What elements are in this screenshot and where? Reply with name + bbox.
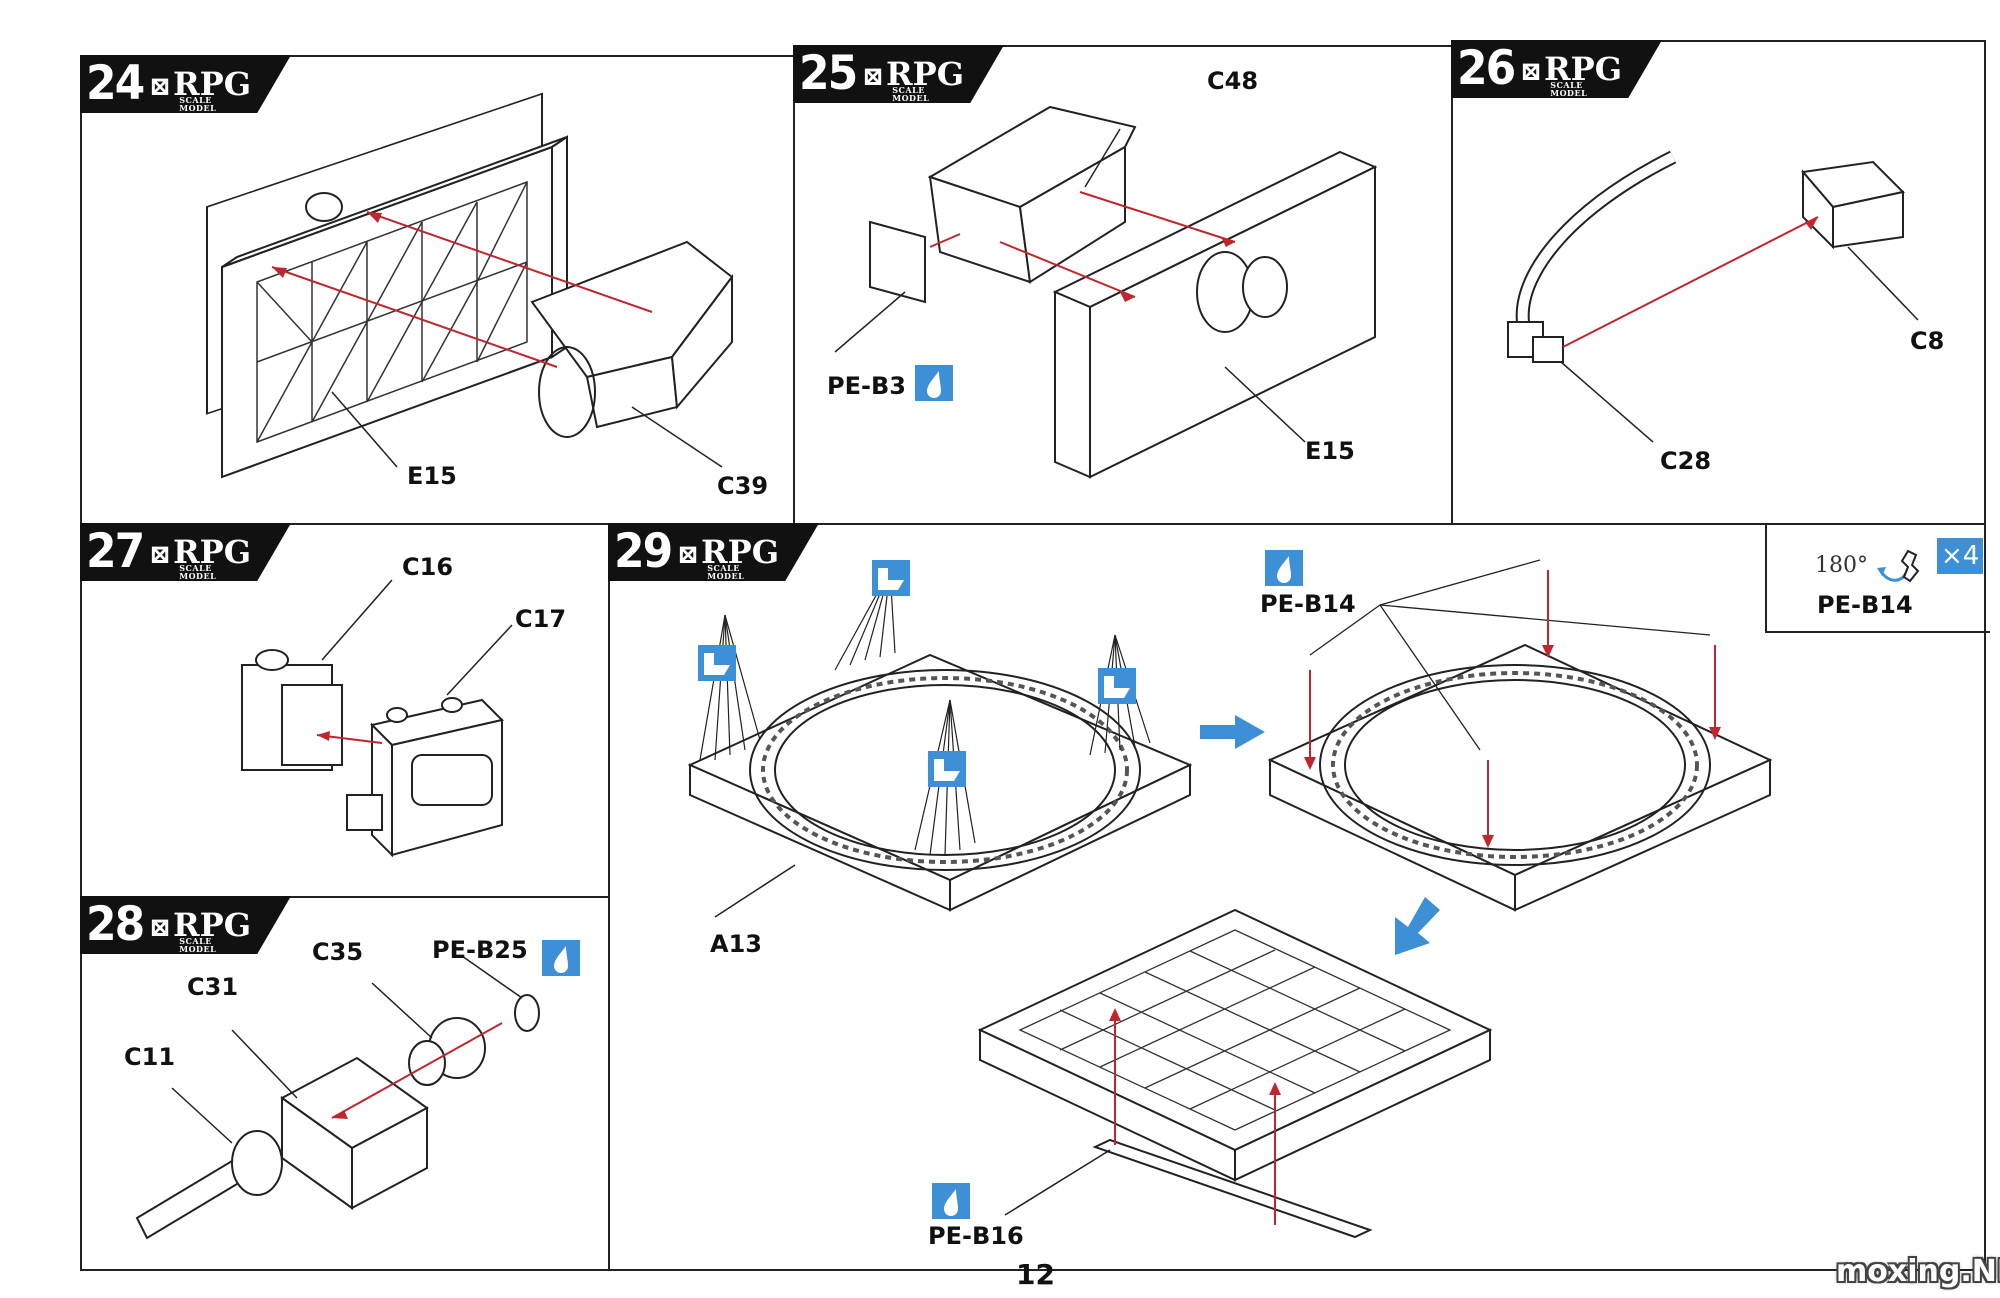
part-label-c8: C8: [1910, 327, 1945, 355]
rotation-note-box: 180° ×4 PE-B14: [1765, 523, 1990, 633]
glue-icon: [932, 1183, 970, 1219]
bend-icon: [928, 751, 966, 787]
rotation-angle: 180°: [1815, 553, 1868, 578]
step-number: 25: [799, 45, 858, 101]
page-number: 12: [1016, 1258, 1055, 1291]
rotate-icon: [1877, 549, 1920, 583]
direction-arrow-icon: [1200, 715, 1265, 749]
part-label-e15: E15: [1305, 437, 1355, 465]
part-label-a13: A13: [710, 930, 762, 958]
glue-icon: [542, 940, 580, 976]
bend-icon: [1098, 668, 1136, 704]
part-label-c28: C28: [1660, 447, 1712, 475]
glue-icon: [1265, 550, 1303, 586]
step-number: 28: [86, 896, 145, 952]
step-25-illustration: [834, 105, 1378, 479]
part-label-c39: C39: [717, 472, 769, 500]
part-label-pe-b16: PE-B16: [928, 1222, 1024, 1250]
step-number: 27: [86, 523, 145, 579]
part-label-e15: E15: [407, 462, 457, 490]
step-number: 24: [86, 55, 145, 111]
part-label-c11: C11: [124, 1043, 176, 1071]
step-24-illustration: [206, 92, 734, 479]
part-label-pe-b14: PE-B14: [1260, 590, 1356, 618]
glue-icon: [915, 365, 953, 401]
part-label-c16: C16: [402, 553, 454, 581]
step-number: 29: [614, 523, 673, 579]
part-label-pe-b25: PE-B25: [432, 936, 528, 964]
part-label-c48: C48: [1207, 67, 1259, 95]
part-label-c35: C35: [312, 938, 364, 966]
quantity-badge: ×4: [1937, 538, 1984, 574]
part-label-c31: C31: [187, 973, 239, 1001]
step-29-illustration: [687, 559, 1773, 1239]
step-27-illustration: [241, 579, 513, 858]
bend-icon: [698, 645, 736, 681]
part-label-pe-b14: PE-B14: [1817, 591, 1913, 619]
step-28-illustration: [135, 955, 540, 1240]
step-26-illustration: [1507, 150, 1919, 443]
bend-icon: [872, 560, 910, 596]
part-label-pe-b3: PE-B3: [827, 372, 906, 400]
watermark: moxing.NET: [1836, 1254, 2000, 1289]
step-number: 26: [1457, 40, 1516, 96]
part-label-c17: C17: [515, 605, 567, 633]
